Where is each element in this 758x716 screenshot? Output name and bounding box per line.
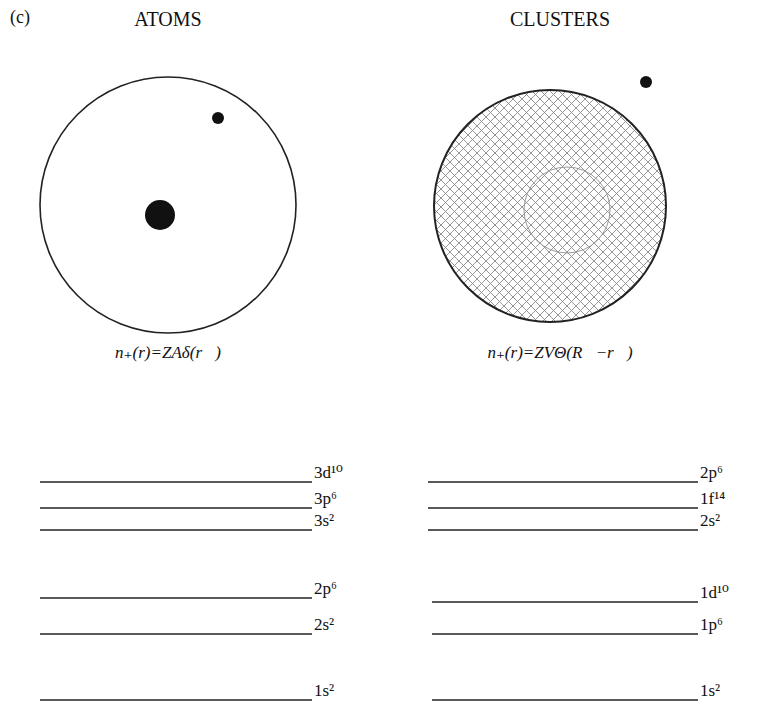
level-label: 1p⁶ xyxy=(700,616,723,635)
level-label: 3p⁶ xyxy=(314,490,337,509)
level-label: 3s² xyxy=(314,512,334,531)
cluster-jellium xyxy=(434,90,666,322)
atom-orbit xyxy=(40,77,296,333)
cluster-core xyxy=(524,167,610,253)
level-label: 2p⁶ xyxy=(314,580,337,599)
level-label: 1f¹⁴ xyxy=(700,490,725,509)
electron xyxy=(212,112,224,124)
level-label: 1d¹⁰ xyxy=(700,584,729,603)
column-heading: ATOMS xyxy=(134,8,201,30)
density-formula: n₊(r)=ZAδ(r⃗) xyxy=(115,344,221,363)
panel-letter: (c) xyxy=(10,8,30,28)
energy-levels xyxy=(40,482,698,700)
level-label: 2s² xyxy=(314,616,334,635)
level-label: 3d¹⁰ xyxy=(314,464,343,483)
level-label: 1s² xyxy=(700,682,720,701)
density-formula: n₊(r)=ZVΘ(R⃗−r⃗) xyxy=(487,344,632,363)
column-heading: CLUSTERS xyxy=(510,8,610,30)
nucleus xyxy=(145,200,175,230)
level-label: 2p⁶ xyxy=(700,464,723,483)
electron xyxy=(640,76,652,88)
level-label: 2s² xyxy=(700,512,720,531)
level-label: 1s² xyxy=(314,682,334,701)
